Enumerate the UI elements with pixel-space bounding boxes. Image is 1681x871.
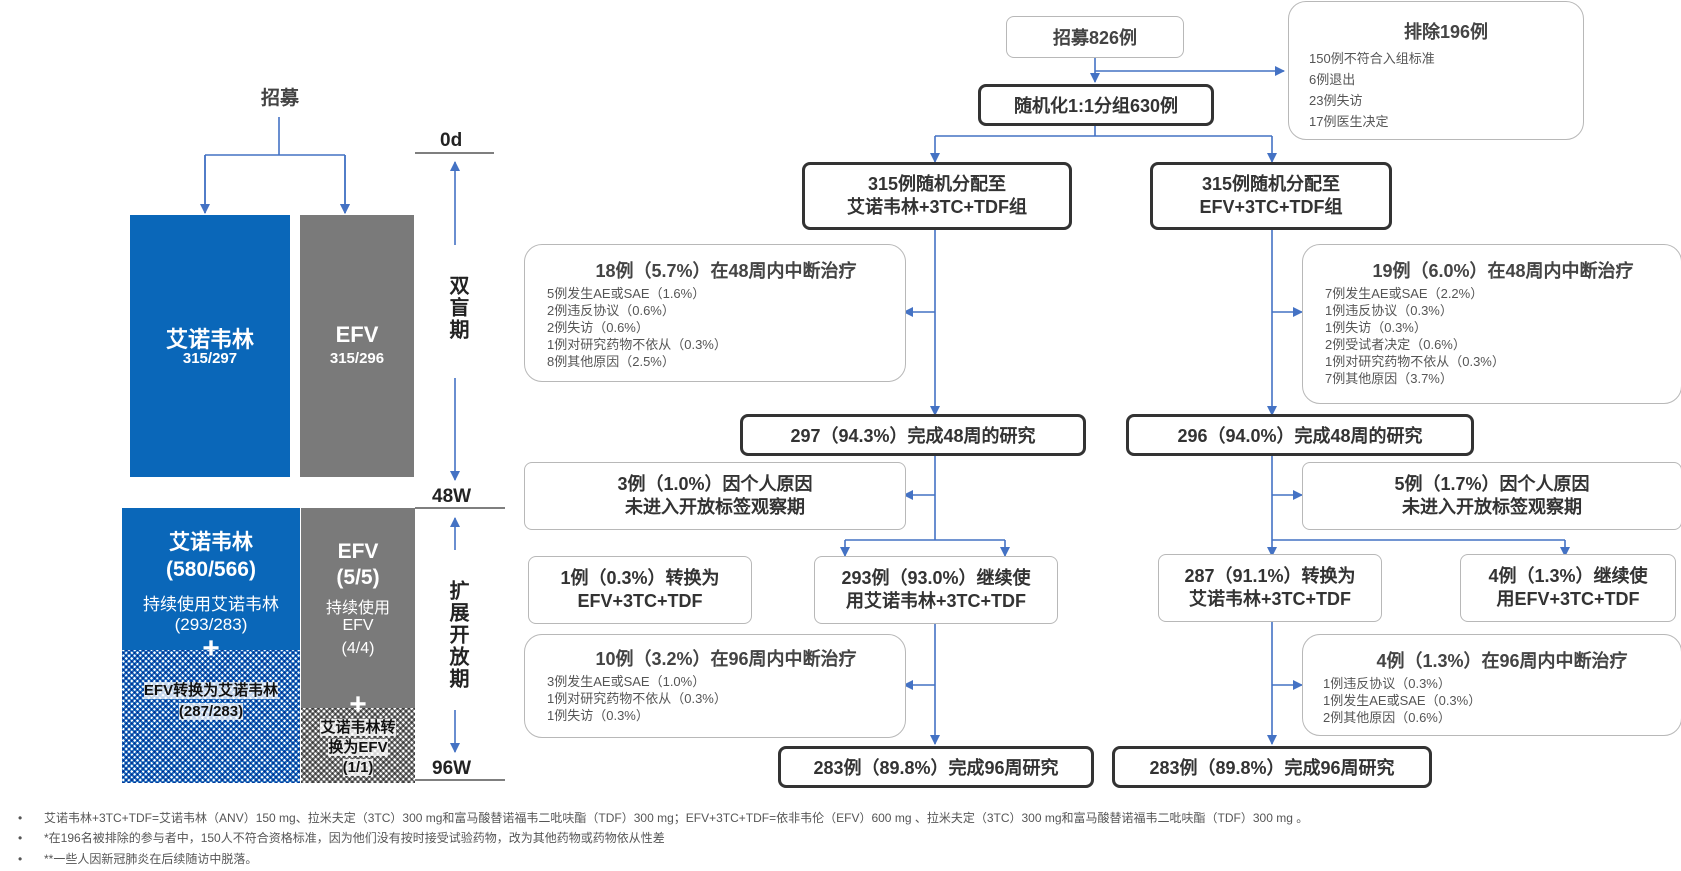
disc48-efv-item: 2例受试者决定（0.6%） <box>1325 337 1466 352</box>
disc48-anv-item: 2例违反协议（0.6%） <box>547 303 675 318</box>
db-anv-block <box>130 215 290 477</box>
comp48-anv-box: 297（94.3%）完成48周的研究 <box>740 414 1086 456</box>
excluded-box: 排除196例 150例不符合入组标准 6例退出 23例失访 17例医生决定 <box>1288 1 1584 140</box>
disc48-anv-item: 5例发生AE或SAE（1.6%） <box>547 286 706 301</box>
excluded-item: 17例医生决定 <box>1309 114 1389 129</box>
disc96-anv-title: 10例（3.2%）在96周内中断治疗 <box>595 649 857 669</box>
tick-0d: 0d <box>440 130 463 151</box>
notol-efv-box: 5例（1.7%）因个人原因未进入开放标签观察期 <box>1302 462 1681 530</box>
ol-anv-plus: + <box>202 632 220 665</box>
comp96-efv-box: 283例（89.8%）完成96周研究 <box>1112 746 1432 788</box>
disc96-efv-item: 2例其他原因（0.6%） <box>1323 710 1451 725</box>
disc96-anv-item: 1例对研究药物不依从（0.3%） <box>547 691 727 706</box>
disc96-efv-title: 4例（1.3%）在96周内中断治疗 <box>1376 651 1628 671</box>
excluded-item: 150例不符合入组标准 <box>1309 51 1435 66</box>
footnote: •艾诺韦林+3TC+TDF=艾诺韦林（ANV）150 mg、拉米夫定（3TC）3… <box>18 811 1309 825</box>
disc48-efv-item: 7例发生AE或SAE（2.2%） <box>1325 286 1484 301</box>
ol-efv-cont-count: (4/4) <box>341 640 375 657</box>
footnote: •*在196名被排除的参与者中，150人不符合资格标准，因为他们没有按时接受试验… <box>18 831 665 845</box>
ol-anv-block <box>122 508 300 650</box>
ol-anv-count: (580/566) <box>166 558 256 581</box>
recruit-box: 招募826例 <box>1006 16 1184 58</box>
ol-anv-cont: 持续使用艾诺韦林 <box>143 595 279 614</box>
tick-96w: 96W <box>432 758 472 779</box>
disc48-efv-title: 19例（6.0%）在48周内中断治疗 <box>1372 261 1634 281</box>
db-efv-block <box>300 215 414 477</box>
comp96-anv-box: 283例（89.8%）完成96周研究 <box>778 746 1094 788</box>
left-recruit-label: 招募 <box>260 88 299 109</box>
disc48-anv-title: 18例（5.7%）在48周内中断治疗 <box>595 261 857 281</box>
ol-efv-name: EFV <box>337 540 379 563</box>
db-efv-count: 315/296 <box>329 350 385 367</box>
switch-efv-box: 287（91.1%）转换为艾诺韦林+3TC+TDF <box>1158 554 1382 622</box>
disc48-anv-item: 2例失访（0.6%） <box>547 320 649 335</box>
disc96-anv-box: 10例（3.2%）在96周内中断治疗 3例发生AE或SAE（1.0%） 1例对研… <box>524 634 906 738</box>
disc96-efv-box: 4例（1.3%）在96周内中断治疗 1例违反协议（0.3%） 1例发生AE或SA… <box>1302 634 1681 736</box>
disc48-efv-item: 7例其他原因（3.7%） <box>1325 371 1453 386</box>
ol-anv-name: 艾诺韦林 <box>169 531 253 554</box>
arm-anv-box: 315例随机分配至艾诺韦林+3TC+TDF组 <box>802 162 1072 230</box>
disc48-anv-box: 18例（5.7%）在48周内中断治疗 5例发生AE或SAE（1.6%） 2例违反… <box>524 244 906 382</box>
continue-efv-box: 4例（1.3%）继续使用EFV+3TC+TDF <box>1460 554 1676 622</box>
disc48-efv-box: 19例（6.0%）在48周内中断治疗 7例发生AE或SAE（2.2%） 1例违反… <box>1302 244 1681 404</box>
continue-anv-box: 293例（93.0%）继续使用艾诺韦林+3TC+TDF <box>814 556 1058 624</box>
disc48-anv-item: 8例其他原因（2.5%） <box>547 354 675 369</box>
ol-anv-switch-label: EFV转换为艾诺韦林 (287/283) <box>143 682 279 720</box>
db-efv-name: EFV <box>335 322 379 347</box>
excluded-item: 23例失访 <box>1309 93 1363 108</box>
db-anv-count: 315/297 <box>182 350 238 367</box>
ol-efv-block <box>301 508 415 708</box>
disc96-anv-item: 3例发生AE或SAE（1.0%） <box>547 674 706 689</box>
db-anv-name: 艾诺韦林 <box>165 327 254 352</box>
excluded-item: 6例退出 <box>1309 72 1356 87</box>
disc48-efv-item: 1例违反协议（0.3%） <box>1325 303 1453 318</box>
ol-efv-plus: + <box>349 688 367 721</box>
disc48-anv-item: 1例对研究药物不依从（0.3%） <box>547 337 727 352</box>
ol-efv-cont1: 持续使用 <box>325 600 390 617</box>
footnote: •**一些人因新冠肺炎在后续随访中脱落。 <box>18 852 258 866</box>
tick-48w: 48W <box>432 486 472 507</box>
disc48-efv-item: 1例对研究药物不依从（0.3%） <box>1325 354 1505 369</box>
notol-anv-box: 3例（1.0%）因个人原因未进入开放标签观察期 <box>524 462 906 530</box>
phase-double-blind: 双盲期 <box>446 275 468 341</box>
disc96-efv-item: 1例发生AE或SAE（0.3%） <box>1323 693 1482 708</box>
ol-efv-switch-label: 艾诺韦林转 换为EFV (1/1) <box>320 719 396 776</box>
disc96-anv-item: 1例失访（0.3%） <box>547 708 649 723</box>
comp48-efv-box: 296（94.0%）完成48周的研究 <box>1126 414 1474 456</box>
disc96-efv-item: 1例违反协议（0.3%） <box>1323 676 1451 691</box>
phase-open-label: 扩展开放期 <box>446 580 468 690</box>
excluded-title: 排除196例 <box>1403 22 1489 42</box>
ol-anv-cont-count: (293/283) <box>174 615 248 634</box>
ol-efv-count: (5/5) <box>336 566 380 589</box>
ol-efv-cont2: EFV <box>342 617 374 634</box>
randomized-box: 随机化1:1分组630例 <box>978 84 1214 126</box>
disc48-efv-item: 1例失访（0.3%） <box>1325 320 1427 335</box>
